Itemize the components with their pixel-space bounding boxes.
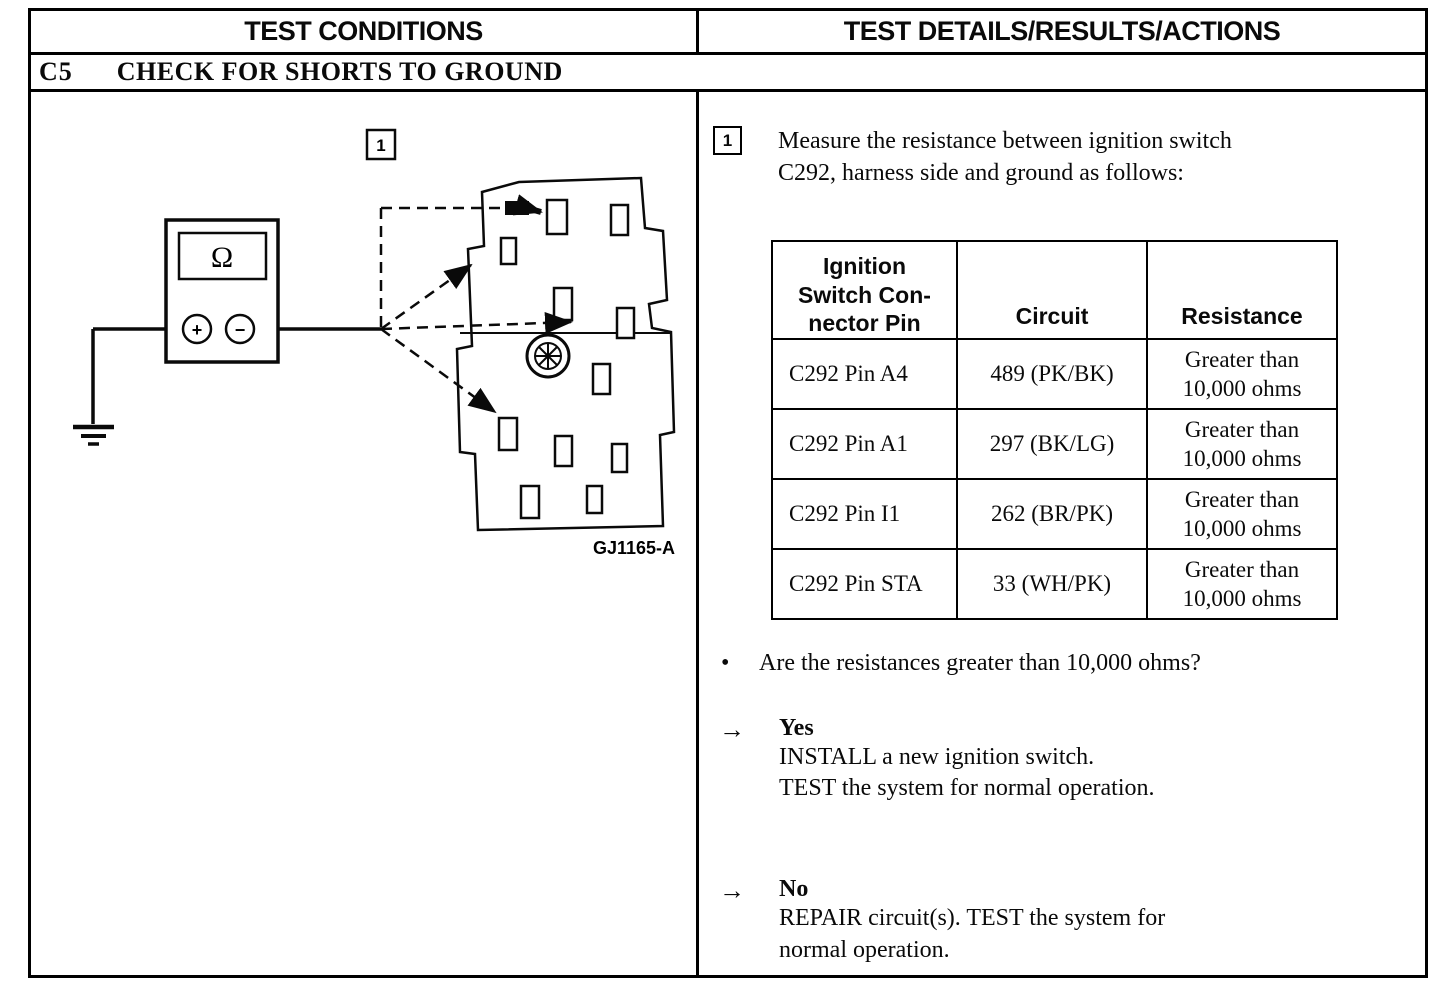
svg-text:−: − <box>235 320 246 340</box>
figure-label: GJ1165-A <box>593 538 675 558</box>
dashed-measure-lines <box>379 206 573 414</box>
step-1-row: 1 Measure the resistance between ignitio… <box>713 126 1411 190</box>
bullet-icon: • <box>721 650 730 677</box>
table-row: C292 Pin A1 297 (BK/LG) Greater than 10,… <box>771 408 1338 481</box>
svg-text:+: + <box>192 320 203 340</box>
section-code: C5 <box>39 57 73 86</box>
header-test-details: TEST DETAILS/RESULTS/ACTIONS <box>843 16 1281 46</box>
question-text: Are the resistances greater than 10,000 … <box>759 650 1201 677</box>
probe-contact-arrow <box>505 194 543 216</box>
step-callout: 1 <box>713 126 742 155</box>
cell-pin: C292 Pin A4 <box>771 338 958 411</box>
connector-drawing <box>455 176 676 532</box>
cell-circuit: 262 (BR/PK) <box>956 478 1148 551</box>
cell-resistance: Greater than 10,000 ohms <box>1146 478 1338 551</box>
test-conditions-column: 1 Ω <box>31 92 699 975</box>
positive-terminal <box>181 313 213 345</box>
answer-no-block: → No REPAIR circuit(s). TEST the system … <box>719 876 1411 965</box>
col-header-resistance: Resistance <box>1146 239 1338 341</box>
header-test-conditions: TEST CONDITIONS <box>31 11 699 52</box>
answer-no-label: No <box>779 876 809 903</box>
cell-pin: C292 Pin STA <box>771 548 958 621</box>
cell-pin: C292 Pin I1 <box>771 478 958 551</box>
diagram-callout-1: 1 <box>365 128 397 161</box>
table-row: C292 Pin STA 33 (WH/PK) Greater than 10,… <box>771 548 1338 621</box>
arrow-right-icon: → <box>719 876 745 906</box>
cell-resistance: Greater than 10,000 ohms <box>1146 548 1338 621</box>
table-row: C292 Pin A4 489 (PK/BK) Greater than 10,… <box>771 338 1338 411</box>
cell-pin: C292 Pin A1 <box>771 408 958 481</box>
round-cavity <box>525 333 571 379</box>
table-header-row: TEST CONDITIONS TEST DETAILS/RESULTS/ACT… <box>31 11 1425 55</box>
col-header-circuit: Circuit <box>956 239 1148 341</box>
cell-resistance: Greater than 10,000 ohms <box>1146 408 1338 481</box>
test-details-column: 1 Measure the resistance between ignitio… <box>699 92 1425 975</box>
ohmmeter-test-diagram: 1 Ω <box>73 128 676 558</box>
question-row: • Are the resistances greater than 10,00… <box>719 650 1411 677</box>
ohmmeter: Ω + − <box>164 218 280 364</box>
section-title: CHECK FOR SHORTS TO GROUND <box>116 57 563 86</box>
cell-resistance: Greater than 10,000 ohms <box>1146 338 1338 411</box>
ohm-symbol: Ω <box>211 241 233 274</box>
answer-no-action: REPAIR circuit(s). TEST the system for n… <box>779 905 1166 963</box>
step-instruction: Measure the resistance between ignition … <box>778 128 1232 186</box>
col-header-pin: Ignition Switch Con- nector Pin <box>771 239 958 341</box>
content-area: 1 Ω <box>31 92 1425 975</box>
table-header: Ignition Switch Con- nector Pin Circuit … <box>771 239 1338 341</box>
answer-yes-block: → Yes INSTALL a new ignition switch. TES… <box>719 715 1411 804</box>
table-row: C292 Pin I1 262 (BR/PK) Greater than 10,… <box>771 478 1338 551</box>
answer-yes-label: Yes <box>779 715 814 742</box>
ohm-display <box>177 231 268 281</box>
resistance-table: Ignition Switch Con- nector Pin Circuit … <box>771 239 1338 621</box>
manual-page: TEST CONDITIONS TEST DETAILS/RESULTS/ACT… <box>28 8 1428 978</box>
ground-symbol-icon <box>73 424 114 446</box>
cell-circuit: 33 (WH/PK) <box>956 548 1148 621</box>
arrow-right-icon: → <box>719 715 745 745</box>
cell-circuit: 489 (PK/BK) <box>956 338 1148 411</box>
negative-terminal <box>224 313 256 345</box>
svg-text:1: 1 <box>376 136 385 155</box>
section-title-row: C5 CHECK FOR SHORTS TO GROUND <box>31 55 1425 92</box>
answer-yes-action: INSTALL a new ignition switch. TEST the … <box>779 744 1155 802</box>
cell-circuit: 297 (BK/LG) <box>956 408 1148 481</box>
